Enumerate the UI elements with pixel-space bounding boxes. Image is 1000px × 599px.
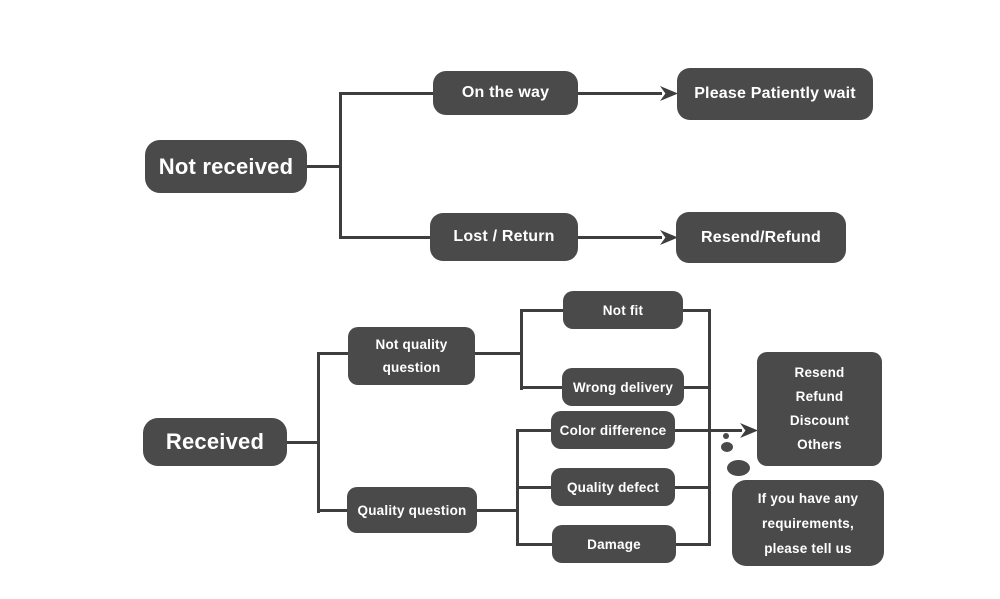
node-not-received: Not received [145,140,307,193]
connector-to-lost-return [339,236,430,239]
connector-to-wrong-delivery [520,386,562,389]
node-label: Received [165,429,265,454]
arrow-right-icon [660,86,678,101]
node-label: Not fit [602,302,644,318]
node-please-patiently-wait: Please Patiently wait [677,68,873,120]
node-lost-return: Lost / Return [430,213,578,261]
connector-lost-return-to-resend [578,236,662,239]
node-label: On the way [461,84,550,101]
node-on-the-way: On the way [433,71,578,115]
node-label-line: Discount [789,413,850,428]
connector-quality-defect-out [675,486,710,489]
node-not-fit: Not fit [563,291,683,329]
connector-to-not-quality [317,352,348,355]
connector-to-outcomes [710,429,742,432]
node-not-quality-question: Not quality question [348,327,475,385]
node-outcomes: Resend Refund Discount Others [757,352,882,466]
thought-bubble-dot-large-icon [727,460,750,476]
node-resend-refund: Resend/Refund [676,212,846,263]
connector-wrong-delivery-out [684,386,710,389]
node-label: Not received [158,153,294,179]
node-damage: Damage [552,525,676,563]
connector-not-quality-out [475,352,522,355]
thought-bubble-dot-medium-icon [721,442,733,452]
node-label-line: Others [797,437,842,452]
connector-not-fit-out [683,309,710,312]
connector-color-difference-out [675,429,710,432]
node-label: Lost / Return [453,228,555,245]
node-label: Wrong delivery [572,379,674,395]
node-label-line: question [382,360,441,375]
node-color-difference: Color difference [551,411,675,449]
thought-bubble-dot-small-icon [723,433,729,439]
node-wrong-delivery: Wrong delivery [562,368,684,406]
node-label: Color difference [559,422,667,438]
arrow-right-icon [740,423,758,438]
node-label-line: Resend [794,365,845,380]
node-quality-defect: Quality defect [551,468,675,506]
node-label: Damage [587,536,641,552]
node-quality-question: Quality question [347,487,477,533]
connector-to-color-difference [516,429,551,432]
node-label-line: Refund [795,389,844,404]
connector-top-branch-vertical [339,92,342,239]
node-label: Quality defect [566,479,660,495]
connector-to-on-the-way [339,92,433,95]
connector-received-branch [287,441,318,444]
node-label: Resend/Refund [701,228,821,246]
connector-not-received-branch [307,165,340,168]
connector-damage-out [676,543,710,546]
node-label-line: If you have any [757,490,859,506]
connector-right-bracket-vertical [708,309,711,546]
node-requirements-note: If you have any requirements, please tel… [732,480,884,566]
connector-to-not-fit [520,309,563,312]
node-label-line: requirements, [762,515,854,531]
connector-received-branch-vertical [317,352,320,513]
node-label-line: Not quality [375,337,448,352]
connector-to-quality [317,509,347,512]
connector-on-the-way-to-wait [578,92,662,95]
node-label: Please Patiently wait [694,85,856,102]
connector-to-quality-defect [516,486,551,489]
connector-bracket-a-vertical [520,309,523,390]
node-label: Quality question [357,502,467,518]
node-received: Received [143,418,287,466]
connector-to-damage [516,543,552,546]
node-label-line: please tell us [764,540,852,556]
connector-quality-out [477,509,518,512]
